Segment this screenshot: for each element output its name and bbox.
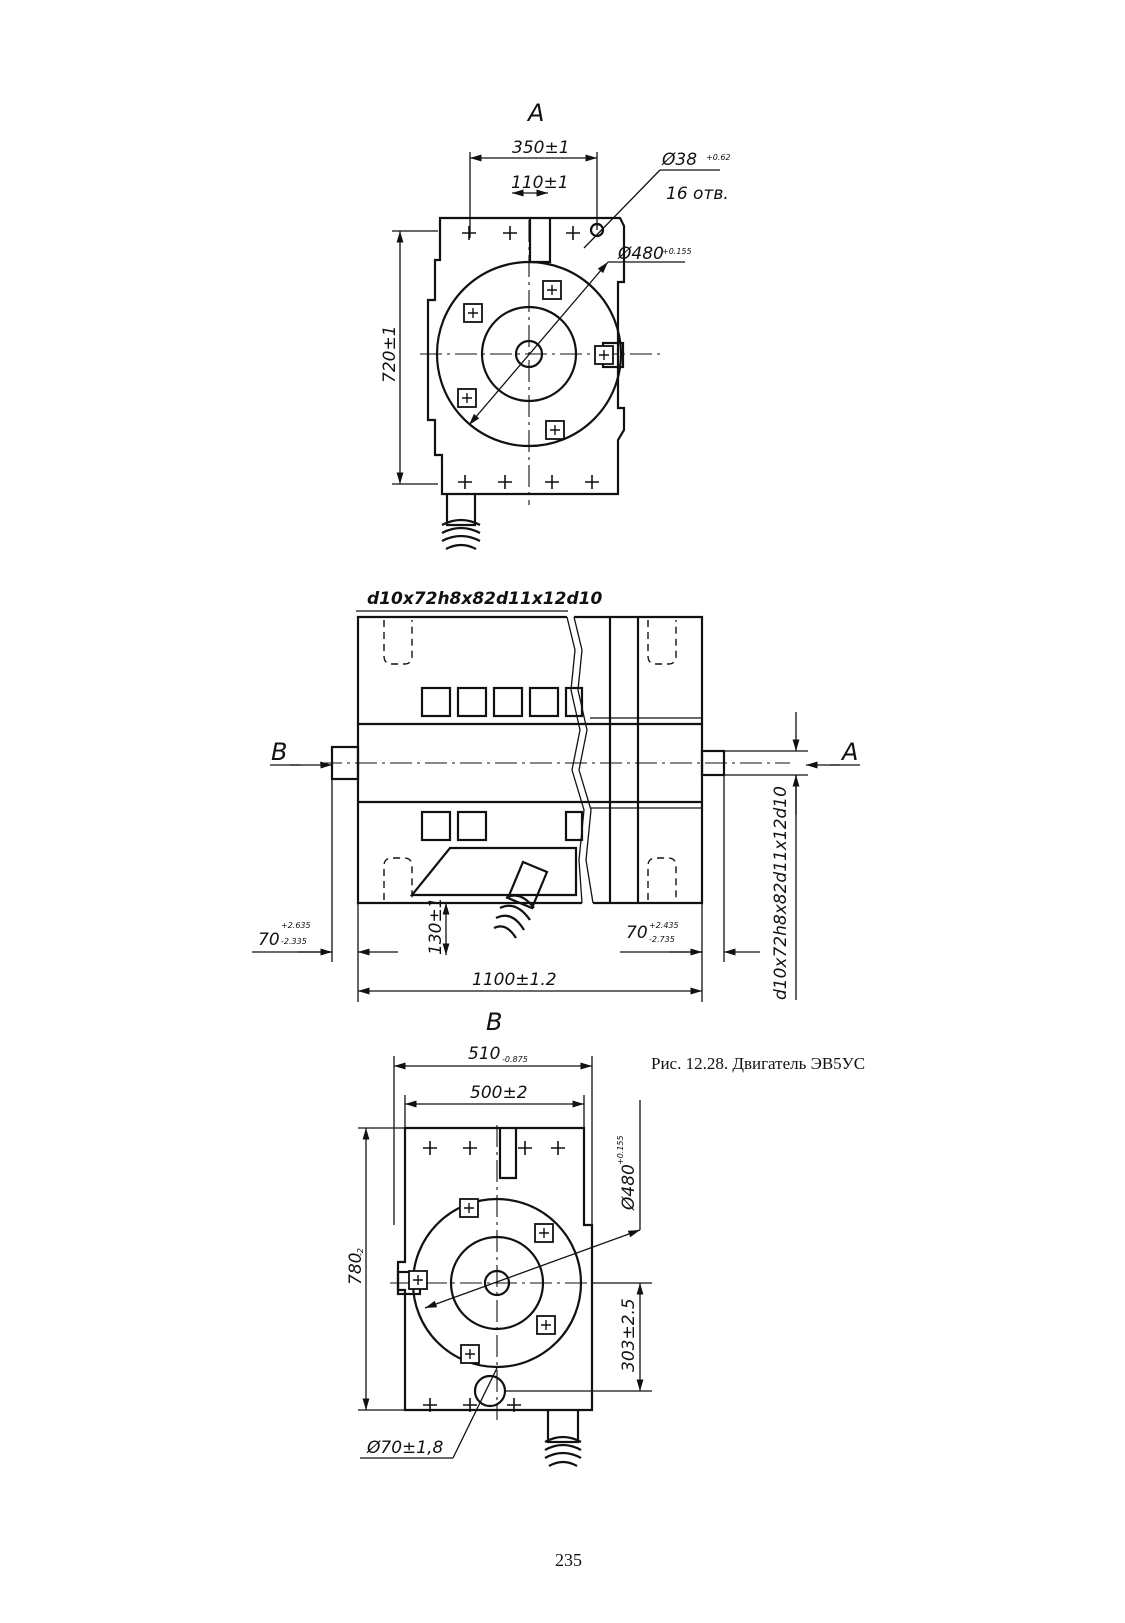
dim-side-left-shaft-tol-lower: -2.335 <box>281 937 307 946</box>
dim-b-hole: Ø70±1,8 <box>366 1438 443 1458</box>
view-b-label: B <box>486 1008 502 1036</box>
dim-b-diameter-tol: +0.155 <box>616 1135 625 1165</box>
dim-b-width: 510 <box>468 1044 500 1064</box>
dim-a-width: 350±1 <box>512 138 570 158</box>
dim-a-height: 720±1 <box>380 325 400 383</box>
dim-side-foot: 130±1 <box>426 897 446 955</box>
view-b: B 510 -0.875 500±2 780 <box>346 1008 652 1466</box>
dim-side-spline-top: d10x72h8x82d11x12d10 <box>367 589 602 609</box>
dim-b-width-tol: -0.875 <box>502 1055 528 1064</box>
view-side: d10x72h8x82d11x12d10 B A <box>252 589 860 1002</box>
view-a-label: A <box>526 99 544 127</box>
page-number: 235 <box>555 1550 582 1571</box>
dim-a-diameter: Ø480 <box>617 244 664 264</box>
dim-b-inner-width: 500±2 <box>470 1083 528 1103</box>
dim-a-slot: 110±1 <box>511 173 569 193</box>
dim-side-left-shaft: 70 <box>258 930 280 950</box>
side-arrow-right-label: A <box>840 738 858 766</box>
dim-side-right-shaft-tol-upper: +2.435 <box>649 921 679 930</box>
figure-caption: Рис. 12.28. Двигатель ЭВ5УС <box>651 1054 865 1074</box>
dim-side-length: 1100±1.2 <box>472 970 557 990</box>
dim-a-diameter-tol: +0.155 <box>662 247 692 256</box>
dim-side-spline-right: d10x72h8x82d11x12d10 <box>771 786 791 1000</box>
dim-a-hole: Ø38 <box>661 150 697 170</box>
dim-b-offset: 303±2.5 <box>619 1298 639 1372</box>
view-a: A 350±1 110±1 Ø38 +0.62 16 о <box>380 99 731 549</box>
dim-b-height-tol: -2 <box>356 1248 365 1256</box>
dim-b-height: 780 <box>346 1253 366 1285</box>
dim-side-right-shaft: 70 <box>626 923 648 943</box>
dim-a-hole-count: 16 отв. <box>666 184 729 204</box>
side-terminal-box <box>412 848 576 895</box>
dim-side-right-shaft-tol-lower: -2.735 <box>649 935 675 944</box>
side-arrow-left-label: B <box>271 738 287 766</box>
dim-b-diameter: Ø480 <box>619 1164 639 1211</box>
dim-side-left-shaft-tol-upper: +2.635 <box>281 921 311 930</box>
dim-a-hole-tol: +0.62 <box>706 153 731 162</box>
side-body-left <box>358 617 582 903</box>
